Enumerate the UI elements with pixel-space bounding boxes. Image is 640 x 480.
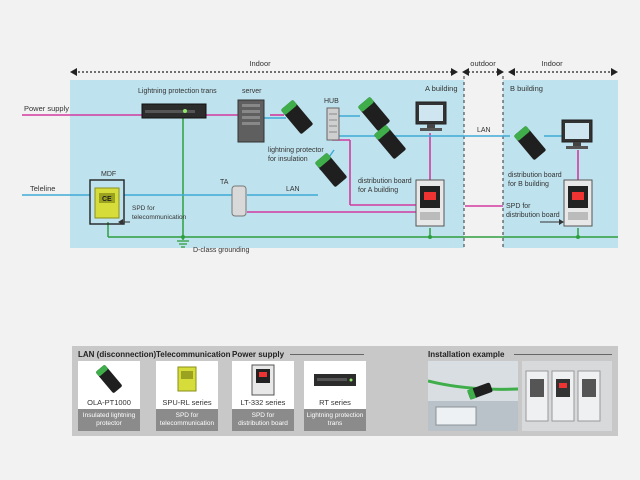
spd-dist-label-1: SPD for [506, 203, 531, 210]
hub-label: HUB [324, 98, 339, 105]
zone-boundaries [463, 76, 504, 250]
spd-distribution-b [563, 179, 593, 227]
computer-a-icon [415, 101, 447, 131]
a-building-label: A building [425, 84, 458, 93]
ground-symbol [177, 240, 189, 248]
group-title-lan: LAN (disconnection) [78, 350, 157, 359]
mdf-box [89, 179, 125, 225]
spd-dist-arrowhead [559, 219, 564, 225]
ola-product-image [96, 365, 122, 393]
protector-hub-2 [374, 125, 406, 159]
zone-indoor-right: Indoor [541, 59, 563, 68]
rt-product-image [314, 374, 356, 386]
grounding-label: D-class grounding [193, 247, 250, 254]
dist-b-label-2: for B building [508, 181, 549, 188]
spd-tel-label-2: telecommunication [132, 214, 187, 221]
teleline-label: Teleline [30, 184, 55, 193]
spd-tel-arrowhead [118, 219, 123, 225]
ground-node-2 [428, 235, 432, 239]
product-name: LT-332 series [240, 398, 286, 407]
lp-insulation-label-1: lightning protector [268, 147, 324, 154]
ta-label: TA [220, 179, 229, 186]
product-legend: LAN (disconnection) Telecommunication Po… [72, 346, 618, 436]
ta-device [231, 185, 247, 217]
b-building-label: B building [510, 84, 543, 93]
zone-indoor-left: Indoor [249, 59, 271, 68]
lp-trans-device [141, 103, 207, 119]
dist-a-label-1: distribution board [358, 178, 412, 185]
protector-server [281, 100, 313, 134]
group-line-installation [514, 354, 612, 355]
zone-outdoor: outdoor [470, 59, 496, 68]
server-icon [237, 99, 265, 143]
group-title-telecom: Telecommunication [156, 350, 231, 359]
dist-b-label-1: distribution board [508, 172, 562, 179]
lt-product-image [251, 364, 275, 396]
product-name: OLA-PT1000 [87, 398, 131, 407]
spd-tel-label-1: SPD for [132, 205, 156, 212]
protector-insulation [315, 153, 347, 187]
ce-mark: CE [102, 196, 112, 203]
mdf-label: MDF [101, 171, 116, 178]
server-label: server [242, 88, 262, 95]
computer-b-icon [561, 119, 593, 149]
lan-label-1: LAN [477, 127, 491, 134]
product-name: SPU-RL series [162, 398, 212, 407]
hub-icon [326, 107, 340, 141]
group-line-telecom [216, 354, 222, 355]
zone-arrowheads [70, 68, 618, 76]
system-diagram: Indoor outdoor Indoor D-class grounding … [22, 59, 618, 254]
spu-product-image [177, 366, 197, 392]
indoor-left-panel [70, 80, 464, 248]
group-title-power: Power supply [232, 350, 285, 359]
group-line-power [290, 354, 364, 355]
lan-label-2: LAN [286, 186, 300, 193]
ground-node-3 [576, 235, 580, 239]
lp-trans-label: Lightning protection trans [138, 88, 217, 95]
group-title-installation: Installation example [428, 350, 505, 359]
spd-dist-label-2: distribution board [506, 212, 560, 219]
product-name: RT series [319, 398, 351, 407]
protector-b-building [514, 126, 546, 160]
dist-a-label-2: for A building [358, 187, 398, 194]
protector-hub-1 [358, 97, 390, 131]
installation-photo-lan [428, 361, 518, 431]
spd-distribution-a [415, 179, 445, 227]
power-supply-label: Power supply [24, 104, 69, 113]
installation-photo-board [522, 361, 612, 431]
ground-node-1 [181, 235, 185, 239]
lp-insulation-label-2: for insulation [268, 156, 308, 163]
